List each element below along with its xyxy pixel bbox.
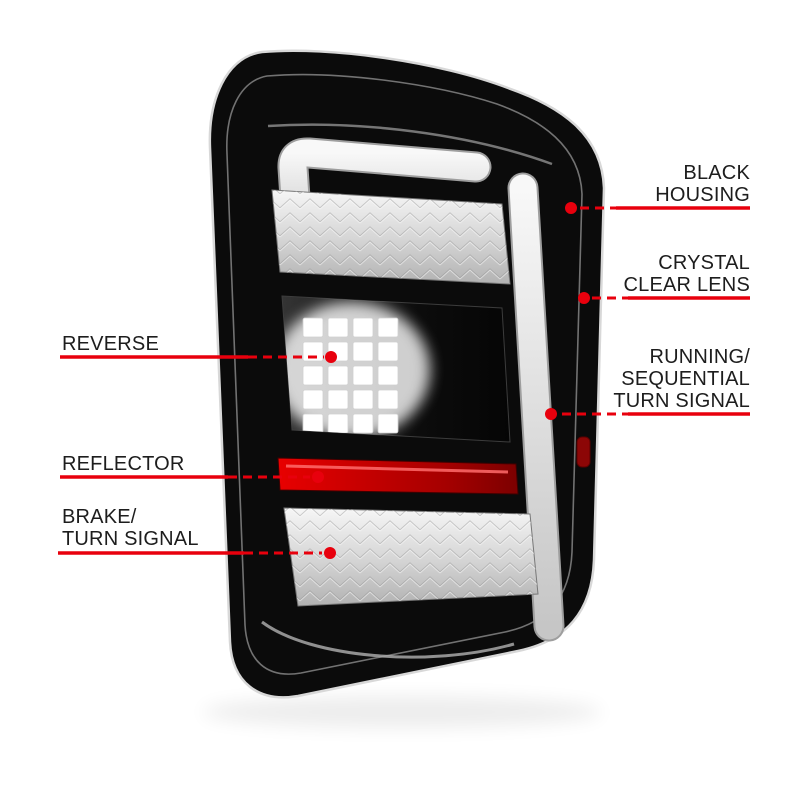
reflector-highlight [285,464,509,474]
side-marker-red [576,436,591,468]
callout-label-running-sequential-turn-signal: RUNNING/ SEQUENTIAL TURN SIGNAL [613,346,750,412]
callout-label-crystal-clear-lens: CRYSTAL CLEAR LENS [623,252,750,296]
callout-dot-reflector [312,471,324,483]
light-bar-top [279,139,490,256]
led-chip [377,341,399,362]
callout-leader-reflector [60,471,324,483]
led-chip [327,317,349,338]
reverse-glow [282,302,430,438]
callout-leader-brake-turn-signal [58,547,336,559]
callout-label-black-housing: BLACK HOUSING [655,162,750,206]
callout-dot-black-housing [565,202,577,214]
led-chip [352,317,374,338]
led-chip [377,389,399,410]
callout-leader-crystal-clear-lens [578,292,750,304]
callout-dot-reverse [325,351,337,363]
top-groove-line [267,123,553,166]
callout-leader-black-housing [565,202,750,214]
reflector-strip [277,457,519,495]
led-chip [352,389,374,410]
led-chip [302,389,324,410]
callout-leader-reverse [60,351,337,363]
callout-dot-brake-turn-signal [324,547,336,559]
lamp-shadow [202,696,602,728]
led-chip [327,365,349,386]
led-chip [352,413,374,434]
led-chip [302,317,324,338]
led-chip [377,413,399,434]
reverse-led-grid [302,317,399,434]
callout-label-brake-turn-signal: BRAKE/ TURN SIGNAL [62,506,199,550]
callout-leader-running-sequential-turn-signal [545,408,750,420]
led-chip [377,365,399,386]
led-chip [302,365,324,386]
upper-clear-lens [271,189,511,285]
callout-dot-crystal-clear-lens [578,292,590,304]
led-chip [352,365,374,386]
led-chip [302,413,324,434]
led-chip [327,389,349,410]
reverse-lens [281,295,511,443]
led-chip [352,341,374,362]
callout-label-reverse: REVERSE [62,333,159,355]
led-chip [377,317,399,338]
lower-clear-lens [283,507,539,607]
callout-dot-running-sequential-turn-signal [545,408,557,420]
lamp-bezel-line [226,73,583,675]
led-chip [327,413,349,434]
bottom-groove-line [261,620,515,659]
callout-label-reflector: REFLECTOR [62,453,185,475]
light-bar-right [509,174,563,640]
